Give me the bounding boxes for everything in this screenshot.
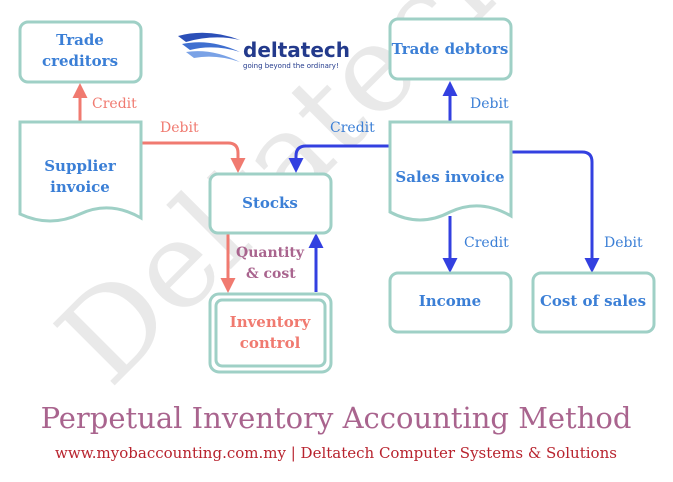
inventory-control-line1: Inventory — [230, 313, 312, 331]
diagram-title: Perpetual Inventory Accounting Method — [41, 401, 632, 435]
supplier-invoice-line2: invoice — [50, 178, 110, 196]
cost-of-sales-label: Cost of sales — [540, 292, 646, 310]
diagram-subtitle: www.myobaccounting.com.my | Deltatech Co… — [55, 444, 617, 462]
trade-creditors-line1: Trade — [56, 31, 104, 49]
logo-tagline: going beyond the ordinary! — [243, 62, 339, 70]
edge-label-cost: & cost — [246, 266, 296, 282]
trade-creditors-line2: creditors — [42, 52, 118, 70]
edge-label-supplier-stocks: Debit — [160, 120, 199, 136]
node-income: Income — [388, 271, 513, 334]
edge-label-quantity: Quantity — [236, 245, 305, 261]
deltatech-logo: deltatech going beyond the ordinary! — [178, 32, 350, 70]
node-supplier-invoice: Supplier invoice — [18, 120, 143, 223]
edge-label-sales-cost: Debit — [604, 235, 643, 251]
stocks-label: Stocks — [242, 194, 298, 212]
income-label: Income — [419, 292, 481, 310]
sales-invoice-label: Sales invoice — [395, 168, 504, 186]
node-trade-debtors: Trade debtors — [388, 17, 513, 81]
edge-label-sales-stocks: Credit — [330, 120, 375, 136]
edge-label-sales-debtors: Debit — [470, 96, 509, 112]
connectors — [72, 81, 600, 293]
edge-label-sales-income: Credit — [464, 235, 509, 251]
trade-debtors-label: Trade debtors — [392, 40, 509, 58]
node-trade-creditors: Trade creditors — [18, 20, 143, 84]
node-stocks: Stocks — [208, 172, 333, 235]
node-inventory-control: Inventory control — [208, 292, 333, 374]
inventory-control-line2: control — [240, 334, 301, 352]
edge-label-supplier-creditors: Credit — [92, 96, 137, 112]
node-cost-of-sales: Cost of sales — [531, 271, 656, 334]
supplier-invoice-line1: Supplier — [44, 157, 117, 175]
logo-wordmark: deltatech — [243, 38, 350, 62]
logo-swoosh-icon — [178, 32, 240, 62]
node-sales-invoice: Sales invoice — [388, 120, 513, 222]
